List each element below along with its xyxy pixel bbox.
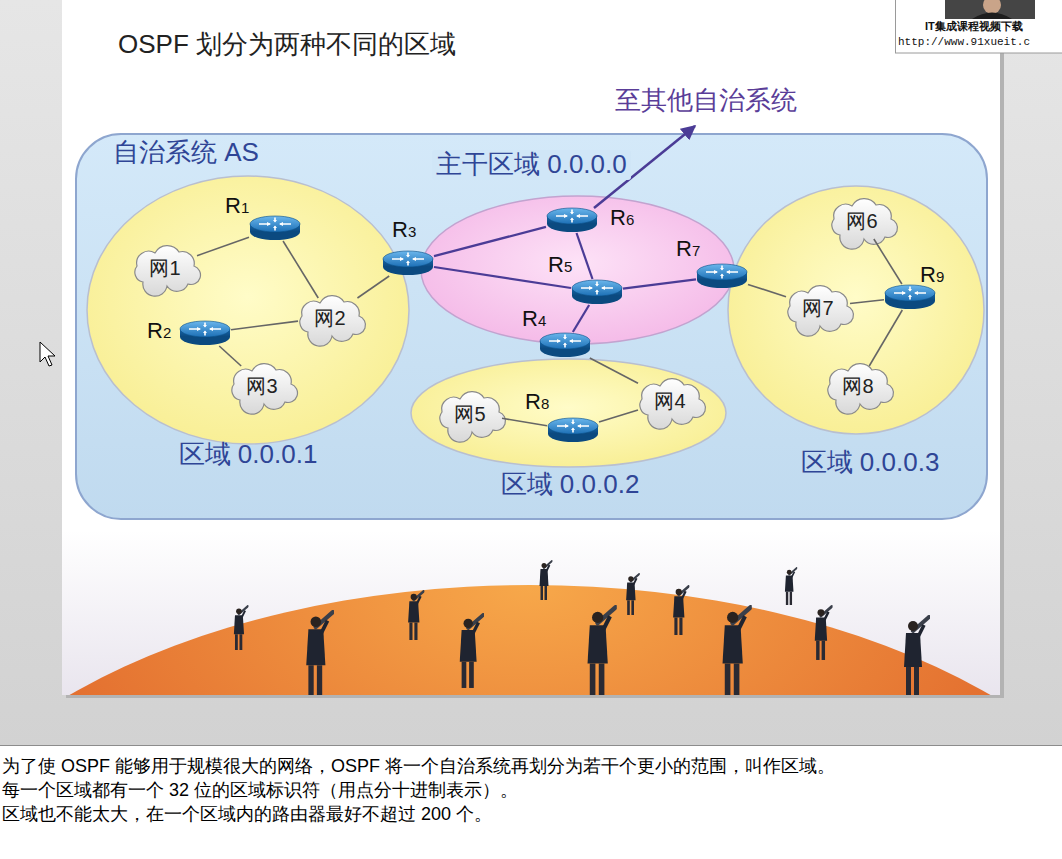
router-icon: R7 — [696, 263, 748, 289]
notes-panel — [0, 745, 1062, 859]
area-ellipse: R1 网1R2 网2 网3 区域 0.0.0.1 — [86, 175, 410, 475]
router-label: R6 — [610, 205, 634, 233]
network-label: 网4 — [654, 390, 685, 413]
link-line — [623, 279, 696, 288]
router-label: R4 — [522, 306, 546, 334]
network-label: 网3 — [246, 375, 277, 398]
router-label: R1 — [225, 193, 249, 221]
router-label: R8 — [525, 389, 549, 417]
router-outline — [571, 279, 623, 305]
router-label: R7 — [676, 236, 700, 264]
router-outline — [249, 215, 301, 241]
router-outline — [696, 263, 748, 289]
network-label: 网6 — [846, 210, 877, 233]
router-label: R9 — [920, 262, 944, 290]
network-cloud: 网4 — [634, 377, 706, 423]
network-cloud: 网1 — [129, 244, 201, 290]
network-label: 网2 — [314, 307, 345, 330]
arrow-line — [594, 126, 695, 208]
note-line: 每一个区域都有一个 32 位的区域标识符（用点分十进制表示）。 — [2, 780, 518, 801]
network-cloud: 网7 — [782, 284, 854, 330]
link-line — [434, 227, 546, 256]
mouse-cursor — [40, 342, 55, 366]
network-cloud: 网5 — [434, 390, 506, 436]
link-line — [748, 284, 786, 296]
router-label: R5 — [548, 252, 572, 280]
network-cloud: 网8 — [822, 362, 894, 408]
router-outline — [539, 332, 591, 358]
watermark-badge — [896, 0, 1062, 53]
link-line — [502, 418, 547, 425]
router-icon: R1 — [249, 215, 301, 241]
annotation-label: 至其他自治系统 — [615, 86, 797, 116]
router-icon: R3 — [382, 250, 434, 276]
autonomous-system: R1 网1R2 网2 网3 区域 0.0.0.1 R3 R6R5 主干区域 0.0.0.0R4… — [75, 133, 988, 520]
watermark-text: IT集成课程视频下载 — [925, 20, 1023, 33]
router-outline — [884, 284, 936, 310]
router-icon: R4 — [539, 332, 591, 358]
link-line — [874, 239, 902, 284]
telescope-illustration — [62, 530, 1000, 695]
router-icon: R2 — [179, 320, 231, 346]
link-line — [357, 276, 389, 298]
network-label: 网1 — [149, 257, 180, 280]
link-line — [573, 305, 589, 332]
link-line — [577, 233, 593, 279]
network-label: 网5 — [454, 403, 485, 426]
link-line — [434, 267, 571, 288]
area-label: 区域 0.0.0.2 — [501, 470, 640, 500]
router-outline — [179, 320, 231, 346]
router-icon: R6 — [546, 207, 598, 233]
area-ellipse: 网6 网7 R9 网8 区域 0.0.0.3 — [727, 185, 985, 480]
router-icon: R9 — [884, 284, 936, 310]
link-line — [219, 346, 241, 366]
router-outline — [547, 417, 599, 443]
region-label: 自治系统 AS — [113, 138, 259, 168]
router-icon: R8 — [547, 417, 599, 443]
router-label: R2 — [147, 318, 171, 346]
link-line — [869, 310, 902, 366]
watermark-url: http://www.91xueit.c — [898, 36, 1030, 49]
area-label: 区域 0.0.0.1 — [179, 440, 318, 470]
network-cloud: 网3 — [226, 362, 298, 408]
network-cloud: 网6 — [826, 197, 898, 243]
router-outline — [546, 207, 598, 233]
area-label: 区域 0.0.0.3 — [801, 448, 940, 478]
router-label: R3 — [392, 217, 416, 245]
router-outline — [382, 250, 434, 276]
note-line: 区域也不能太大，在一个区域内的路由器最好不超过 200 个。 — [2, 804, 492, 825]
link-line — [283, 241, 318, 298]
router-icon: R5 — [571, 279, 623, 305]
network-label: 网7 — [802, 297, 833, 320]
area-ellipse: 网5R8网4区域 0.0.0.2 — [410, 358, 727, 502]
link-line — [850, 300, 884, 304]
note-line: 为了使 OSPF 能够用于规模很大的网络，OSPF 将一个自治系统再划分为若干个… — [2, 756, 835, 777]
link-line — [231, 321, 298, 330]
network-label: 网8 — [842, 375, 873, 398]
network-cloud: 网2 — [294, 294, 366, 340]
link-line — [599, 410, 638, 422]
link-line — [590, 358, 638, 383]
link-line — [197, 237, 249, 255]
slide-title: OSPF 划分为两种不同的区域 — [118, 30, 456, 60]
area-label: 主干区域 0.0.0.0 — [432, 150, 631, 180]
